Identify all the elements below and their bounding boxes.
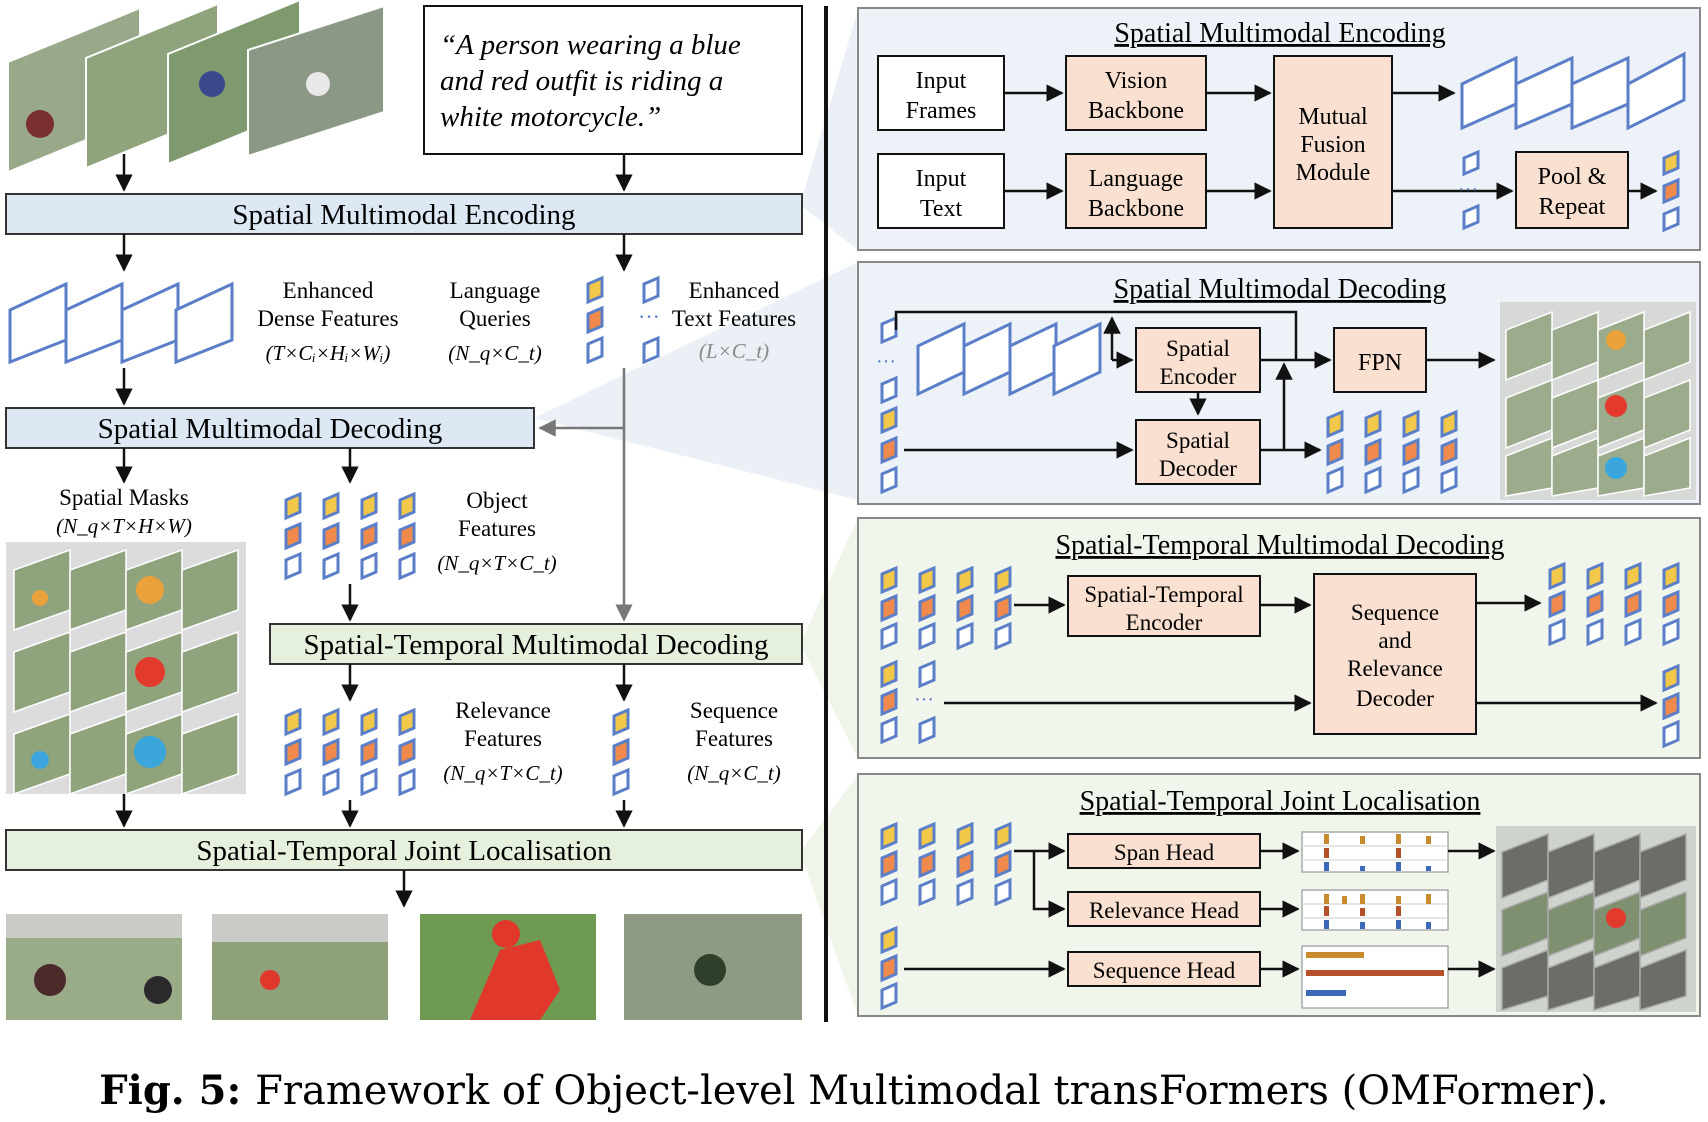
relevance-head-label: Relevance Head: [1089, 898, 1240, 923]
mutual-fusion-l3: Module: [1296, 160, 1371, 186]
input-frames-l1: Input: [916, 68, 967, 94]
relevance-features-line-1: Relevance: [455, 698, 551, 723]
bar-stmd-label: Spatial-Temporal Multimodal Decoding: [303, 629, 768, 661]
language-backbone-l2: Backbone: [1088, 196, 1184, 222]
fpn-label: FPN: [1358, 350, 1402, 376]
pool-repeat-l1: Pool &: [1538, 164, 1607, 190]
input-frames-stack: [7, 0, 385, 174]
spatial-masks-thumbnails: [6, 542, 246, 796]
panel-connectors: [534, 10, 858, 1016]
seq-rel-decoder-l2: and: [1378, 628, 1412, 653]
caption-label: Fig. 5:: [99, 1067, 255, 1114]
enhanced-dense-line-3: (T×Cᵢ×Hᵢ×Wᵢ): [266, 341, 391, 365]
enhanced-dense-line-2: Dense Features: [257, 306, 398, 331]
quote-line-3: white motorcycle.”: [440, 101, 661, 133]
text-query-box: “A person wearing a blue and red outfit …: [423, 5, 803, 155]
relevance-features-line-3: (N_q×T×C_t): [443, 761, 562, 785]
bar-spatial-temporal-multimodal-decoding: [269, 623, 803, 665]
enhanced-text-tokens: [642, 275, 660, 365]
mutual-fusion-l1: Mutual: [1298, 104, 1368, 130]
svg-text:···: ···: [876, 351, 896, 373]
spatial-decoder-l2: Decoder: [1159, 456, 1237, 481]
language-query-tokens: [586, 275, 604, 365]
relevance-feature-tokens: [284, 707, 416, 797]
panel2-title: Spatial Multimodal Decoding: [1114, 274, 1447, 305]
bar-spatial-multimodal-encoding: [5, 193, 803, 235]
object-features-line-3: (N_q×T×C_t): [437, 551, 556, 575]
input-frames-l2: Frames: [906, 98, 977, 124]
sequence-feature-tokens: [612, 707, 630, 797]
caption-text: Framework of Object-level Multimodal tra…: [255, 1068, 1609, 1114]
sequence-features-line-3: (N_q×C_t): [687, 761, 781, 785]
enhanced-dense-features-icon: [8, 281, 234, 365]
spatial-masks-line-1: Spatial Masks: [59, 485, 189, 510]
svg-text:···: ···: [914, 689, 934, 711]
ellipsis-dots: ···: [638, 304, 660, 329]
sequence-head-label: Sequence Head: [1093, 958, 1236, 983]
enhanced-dense-line-1: Enhanced: [283, 278, 374, 303]
sequence-features-line-1: Sequence: [690, 698, 778, 723]
enhanced-text-line-3: (L×C_t): [699, 339, 769, 363]
svg-text:···: ···: [1458, 179, 1478, 201]
bar-sme-label: Spatial Multimodal Encoding: [232, 199, 575, 231]
enhanced-text-line-1: Enhanced: [689, 278, 780, 303]
output-frames: [6, 914, 802, 1020]
language-queries-line-3: (N_q×C_t): [448, 341, 542, 365]
language-queries-line-1: Language: [450, 278, 541, 303]
bar-stjl-label: Spatial-Temporal Joint Localisation: [196, 835, 612, 867]
spatial-masks-line-2: (N_q×T×H×W): [56, 514, 192, 538]
span-head-label: Span Head: [1114, 840, 1215, 865]
spatial-decoder-l1: Spatial: [1166, 428, 1230, 453]
object-feature-tokens: [284, 491, 416, 581]
seq-rel-decoder-l3: Relevance: [1347, 656, 1443, 681]
enhanced-text-line-2: Text Features: [672, 306, 796, 331]
panel3-title: Spatial-Temporal Multimodal Decoding: [1055, 530, 1504, 561]
pool-repeat-l2: Repeat: [1539, 194, 1606, 220]
input-text-l2: Text: [920, 196, 963, 222]
seq-rel-decoder-l1: Sequence: [1351, 600, 1439, 625]
object-features-line-2: Features: [458, 516, 536, 541]
vision-backbone-l2: Backbone: [1088, 98, 1184, 124]
panel4-title: Spatial-Temporal Joint Localisation: [1080, 786, 1481, 817]
panel-spatial-multimodal-decoding: Spatial Multimodal Decoding ··· Spatial …: [857, 261, 1701, 505]
quote-line-2: and red outfit is riding a: [440, 65, 723, 97]
quote-line-1: “A person wearing a blue: [440, 29, 741, 61]
spatial-encoder-l2: Encoder: [1160, 364, 1237, 389]
panel1-title: Spatial Multimodal Encoding: [1114, 18, 1445, 49]
bar-spatial-multimodal-decoding: [5, 407, 535, 449]
panel-spatial-temporal-joint-localisation: Spatial-Temporal Joint Localisation Span…: [857, 773, 1701, 1017]
language-backbone-l1: Language: [1089, 166, 1184, 192]
spatial-encoder-l1: Spatial: [1166, 336, 1230, 361]
object-features-line-1: Object: [466, 488, 528, 513]
st-encoder-l1: Spatial-Temporal: [1084, 582, 1243, 607]
bar-smd-label: Spatial Multimodal Decoding: [98, 413, 443, 445]
figure-caption: Fig. 5: Framework of Object-level Multim…: [99, 1067, 1609, 1114]
panel-spatial-temporal-multimodal-decoding: Spatial-Temporal Multimodal Decoding ···…: [857, 517, 1701, 759]
panel-spatial-multimodal-encoding: Spatial Multimodal Encoding Input Frames…: [857, 7, 1701, 251]
language-queries-line-2: Queries: [459, 306, 531, 331]
input-text-l1: Input: [916, 166, 967, 192]
vision-backbone-l1: Vision: [1105, 68, 1168, 94]
mutual-fusion-l2: Fusion: [1300, 132, 1365, 158]
relevance-features-line-2: Features: [464, 726, 542, 751]
seq-rel-decoder-l4: Decoder: [1356, 686, 1434, 711]
sequence-features-line-2: Features: [695, 726, 773, 751]
st-encoder-l2: Encoder: [1126, 610, 1203, 635]
